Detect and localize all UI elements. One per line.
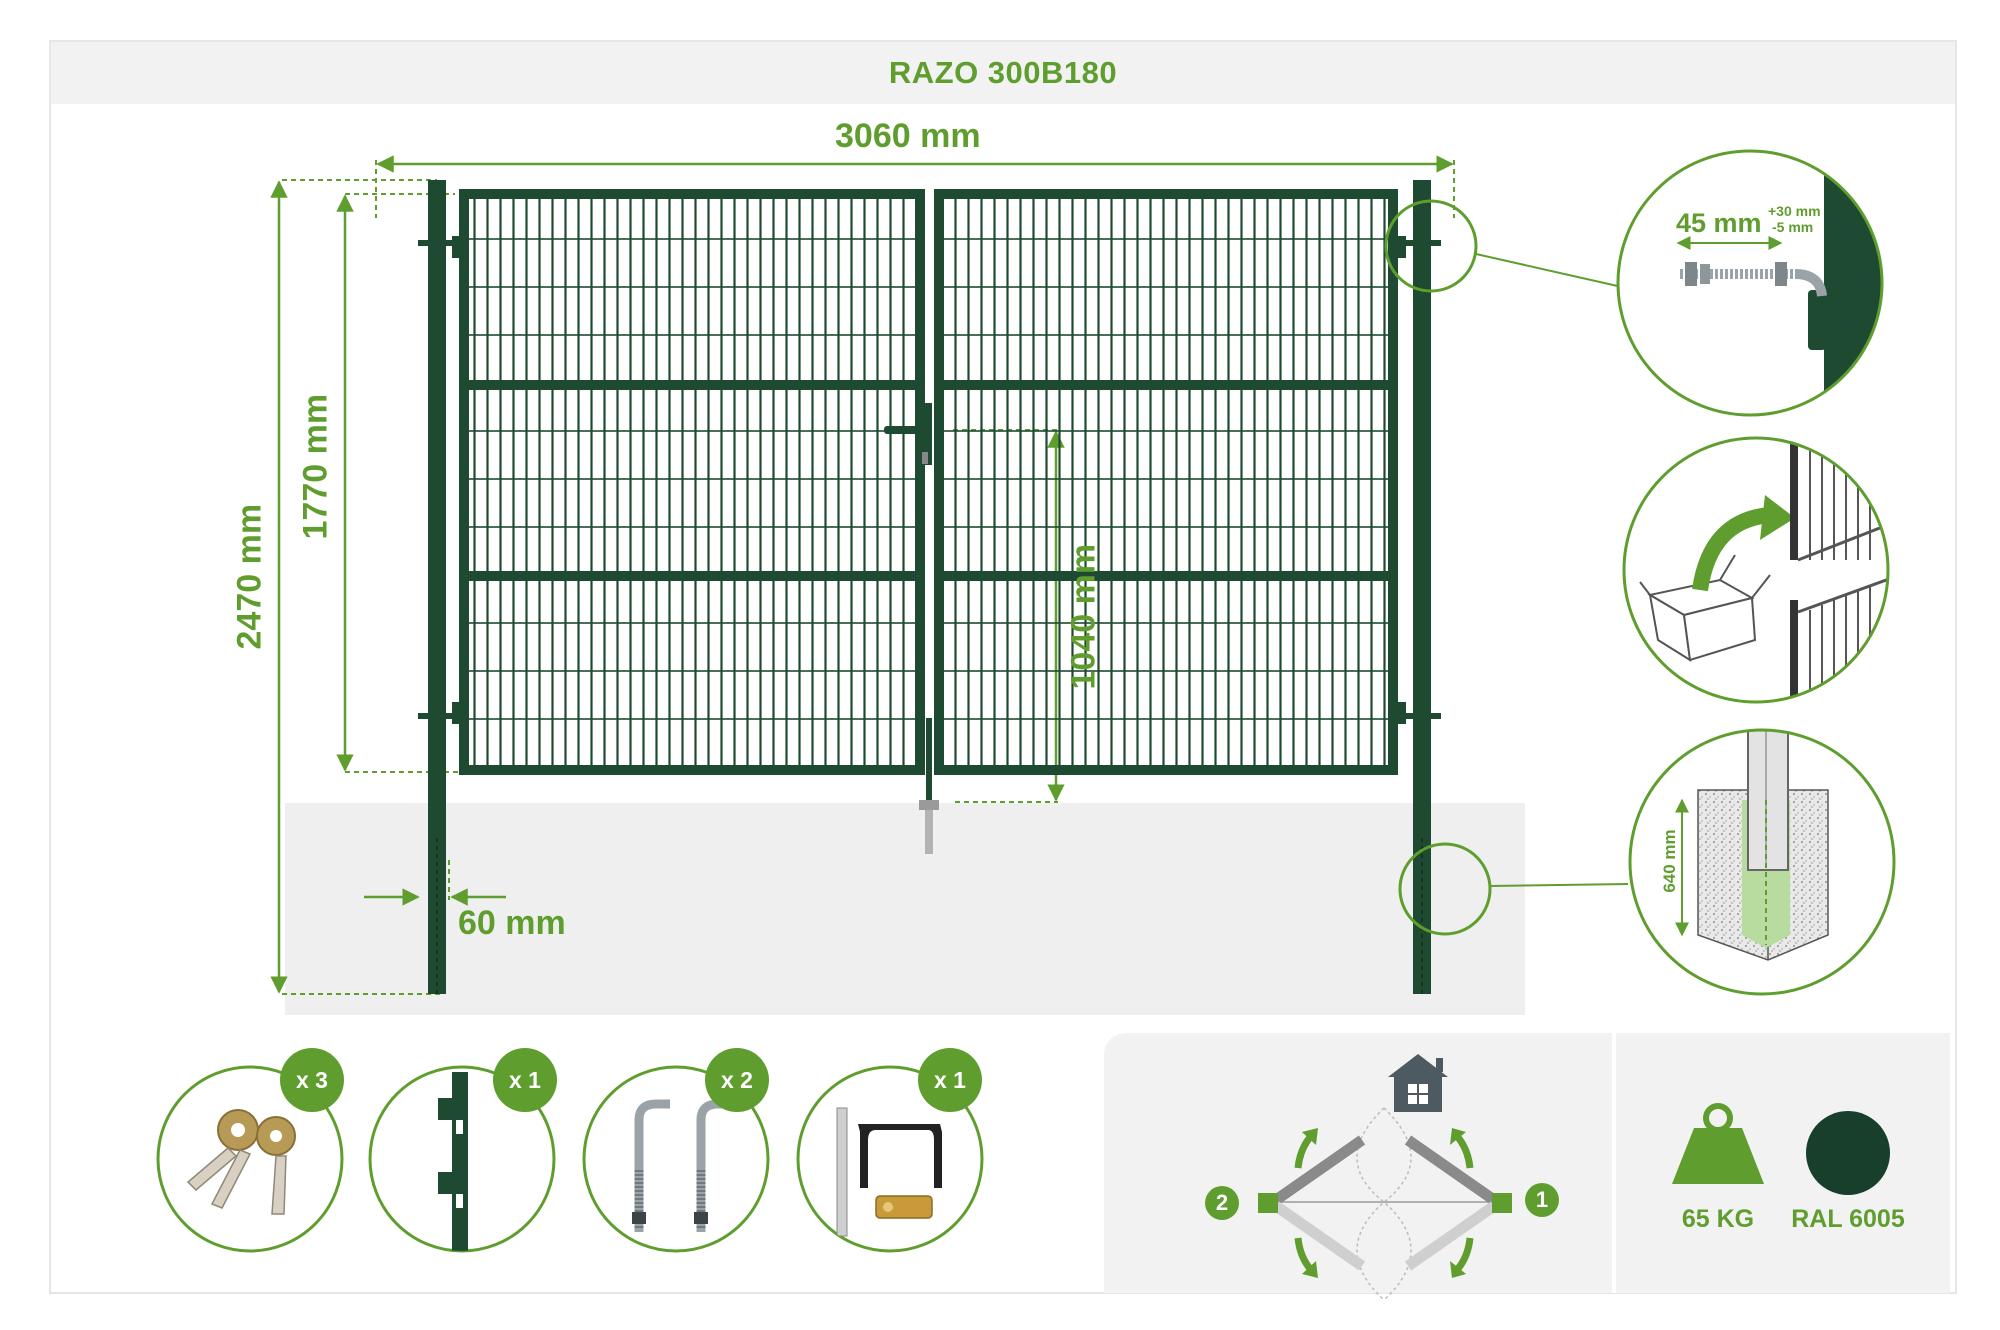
accessory-strike-plate [368, 1065, 556, 1253]
right-gate-leaf [934, 189, 1398, 775]
adjust-plus-label: +30 mm [1768, 203, 1821, 219]
ground-bolt [919, 718, 939, 854]
page-title: RAZO 300B180 [888, 55, 1118, 90]
lock-height-label: 1040 mm [1064, 543, 1103, 690]
ral-color-swatch [1806, 1111, 1890, 1195]
weight-label: 65 KG [1681, 1205, 1755, 1233]
packaging-detail-circle [1622, 436, 1890, 704]
foundation-highlight-circle [1398, 842, 1492, 936]
total-width-label: 3060 mm [835, 117, 981, 155]
lock-handle [884, 403, 932, 465]
total-height-label: 2470 mm [230, 503, 269, 650]
handle-set-qty-badge: x 1 [918, 1048, 982, 1112]
step-2-marker: 2 [1205, 1186, 1239, 1220]
left-post [428, 180, 446, 994]
foundation-depth-label: 640 mm [1660, 829, 1679, 893]
ral-color-label: RAL 6005 [1791, 1205, 1905, 1233]
bolt-length-label: 45 mm [1676, 208, 1762, 238]
info-divider [1612, 1033, 1616, 1293]
weight-icon [1672, 1103, 1764, 1184]
hinge-highlight-circle [1384, 199, 1478, 293]
left-gate-leaf [459, 189, 925, 775]
keys-qty-badge: x 3 [280, 1048, 344, 1112]
step-1-marker: 1 [1525, 1183, 1559, 1217]
accessory-handle-set [796, 1065, 984, 1253]
house-icon [1388, 1054, 1448, 1112]
title-bar: RAZO 300B180 [51, 42, 1955, 104]
hinges [418, 236, 1441, 724]
accessory-keys [156, 1065, 344, 1253]
panel-height-label: 1770 mm [296, 393, 335, 540]
adjust-minus-label: -5 mm [1772, 219, 1814, 235]
ground-area [285, 803, 1525, 1015]
right-post [1413, 180, 1431, 994]
strike-plate-qty-badge: x 1 [493, 1048, 557, 1112]
hinge-bolts-qty-badge: x 2 [705, 1048, 769, 1112]
foundation-detail-circle [1628, 728, 1896, 996]
post-width-label: 60 mm [458, 904, 566, 942]
hinge-detail-circle [1616, 149, 1884, 417]
opening-direction-diagram [1258, 1107, 1512, 1301]
